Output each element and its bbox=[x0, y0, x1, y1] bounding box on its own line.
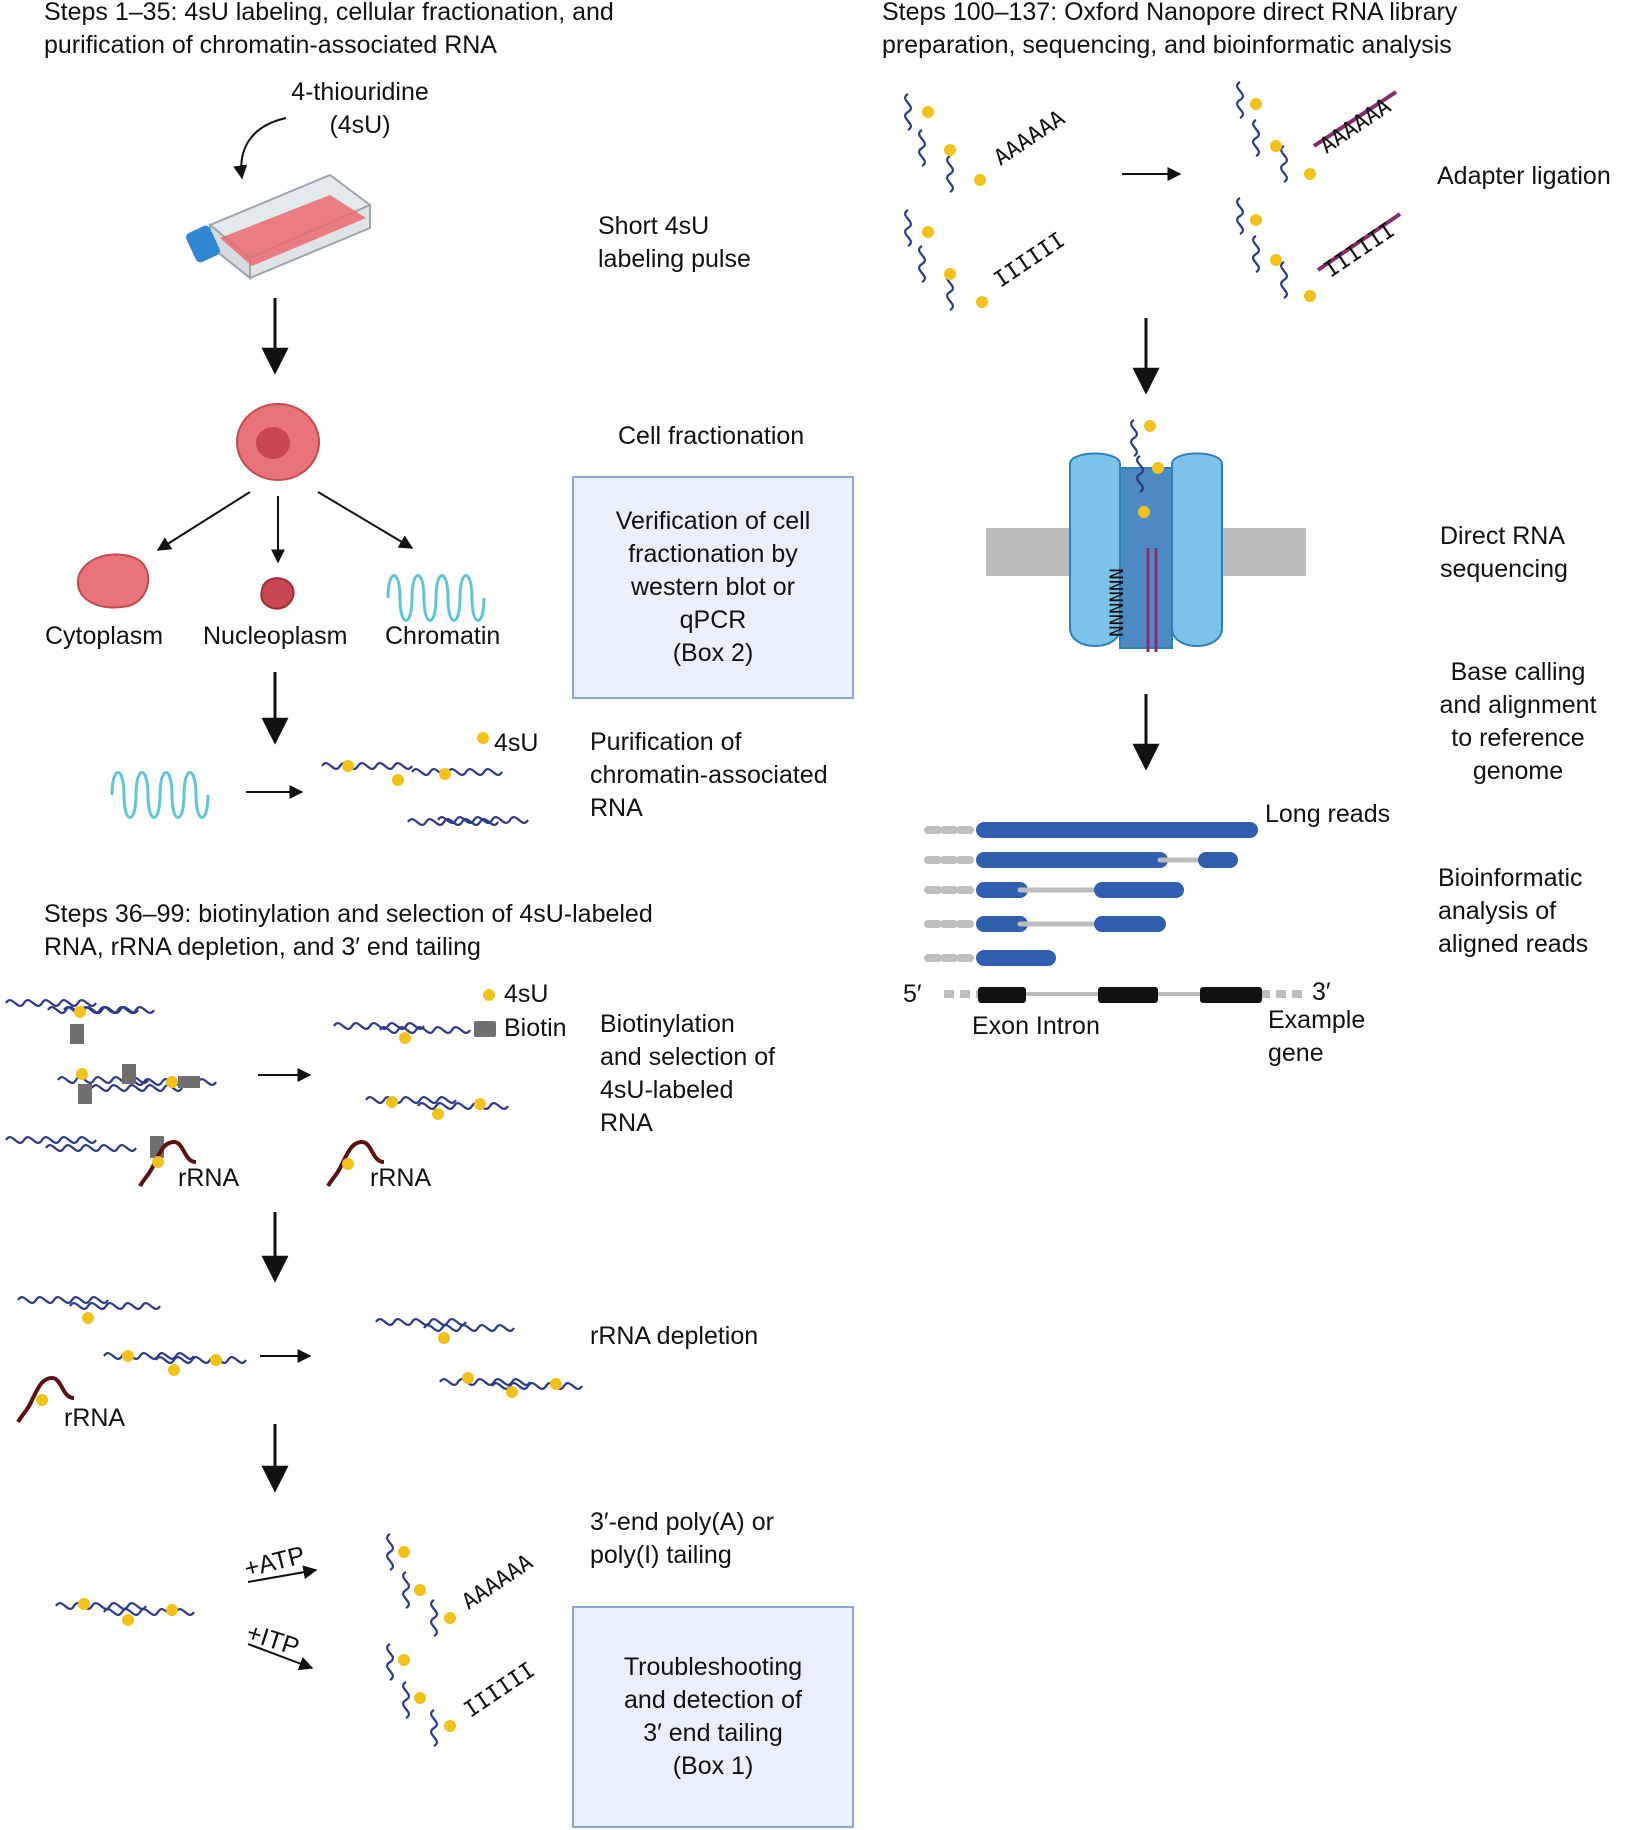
label-arrow bbox=[233, 117, 287, 180]
adapter-strand bbox=[1312, 90, 1398, 148]
step-basecalling: Base calling and alignment to reference … bbox=[1439, 658, 1597, 785]
selected-rna bbox=[326, 1022, 510, 1188]
section2-heading: Steps 36–99: biotinylation and selection… bbox=[44, 900, 653, 961]
verification-box: Verification of cell fractionation by we… bbox=[572, 476, 854, 699]
legend-biotin-swatch bbox=[474, 1021, 496, 1037]
nanopore-icon bbox=[986, 418, 1306, 652]
step-sequencing: Direct RNA sequencing bbox=[1440, 522, 1568, 583]
legend-4su-label-2: 4sU bbox=[504, 980, 549, 1008]
step-purification: Purification of chromatin-associated RNA bbox=[590, 728, 828, 822]
step-depletion: rRNA depletion bbox=[590, 1322, 759, 1350]
step-fractionation: Cell fractionation bbox=[618, 422, 805, 450]
nucleoplasm-icon bbox=[260, 577, 295, 610]
culture-flask-icon bbox=[186, 173, 372, 281]
fraction-cytoplasm: Cytoplasm bbox=[45, 622, 164, 650]
adapter-ligated-rna bbox=[1236, 80, 1402, 302]
step-tailing: 3′-end poly(A) or poly(I) tailing bbox=[590, 1508, 774, 1569]
step-biotinylation: Biotinylation and selection of 4sU-label… bbox=[600, 1010, 776, 1137]
legend-biotin-label: Biotin bbox=[504, 1014, 567, 1042]
legend-4su-dot-2 bbox=[483, 989, 495, 1001]
cell-icon bbox=[236, 403, 320, 481]
depleted-rna bbox=[374, 1318, 584, 1398]
itp-arrow bbox=[247, 1643, 314, 1671]
adapter-strand-2 bbox=[1316, 212, 1402, 272]
chromatin-icon-2 bbox=[110, 771, 210, 819]
long-reads-label: Long reads bbox=[1265, 800, 1391, 828]
five-prime-label: 5′ bbox=[903, 980, 922, 1008]
step-bioinformatic: Bioinformatic analysis of aligned reads bbox=[1438, 864, 1589, 958]
pore-sequence: NNNNNN bbox=[1105, 568, 1128, 637]
fraction-chromatin: Chromatin bbox=[385, 622, 501, 650]
troubleshooting-box: Troubleshooting and detection of 3′ end … bbox=[572, 1606, 854, 1828]
tailed-input-rna bbox=[904, 92, 988, 312]
example-gene-label: Example gene bbox=[1268, 1006, 1366, 1067]
cytoplasm-icon bbox=[76, 553, 150, 609]
reagent-label: 4-thiouridine (4sU) bbox=[291, 78, 429, 139]
rna-mixture bbox=[4, 999, 218, 1188]
legend-4su-dot bbox=[477, 732, 489, 744]
legend-4su-label: 4sU bbox=[494, 729, 539, 757]
rrna-label: rRNA bbox=[178, 1164, 240, 1192]
exon-intron-label: Exon Intron bbox=[972, 1012, 1100, 1040]
three-prime-label: 3′ bbox=[1312, 978, 1331, 1006]
rrna-label-3: rRNA bbox=[64, 1404, 126, 1432]
step-adapter: Adapter ligation bbox=[1437, 162, 1611, 190]
atp-arrow bbox=[247, 1565, 318, 1583]
polya-rna bbox=[386, 1532, 456, 1638]
step-labeling: Short 4sU labeling pulse bbox=[598, 212, 751, 273]
example-gene-model bbox=[944, 987, 1306, 1003]
chromatin-icon bbox=[386, 574, 486, 622]
section1-heading: Steps 1–35: 4sU labeling, cellular fract… bbox=[44, 0, 614, 59]
fraction-nucleoplasm: Nucleoplasm bbox=[203, 622, 348, 650]
untailed-rna bbox=[54, 1598, 196, 1626]
aligned-reads bbox=[924, 822, 1258, 966]
polyi-rna bbox=[386, 1642, 456, 1748]
purified-rna bbox=[320, 760, 530, 826]
section3-heading: Steps 100–137: Oxford Nanopore direct RN… bbox=[882, 0, 1458, 59]
pre-depletion-rna bbox=[16, 1296, 248, 1424]
rrna-label-2: rRNA bbox=[370, 1164, 432, 1192]
